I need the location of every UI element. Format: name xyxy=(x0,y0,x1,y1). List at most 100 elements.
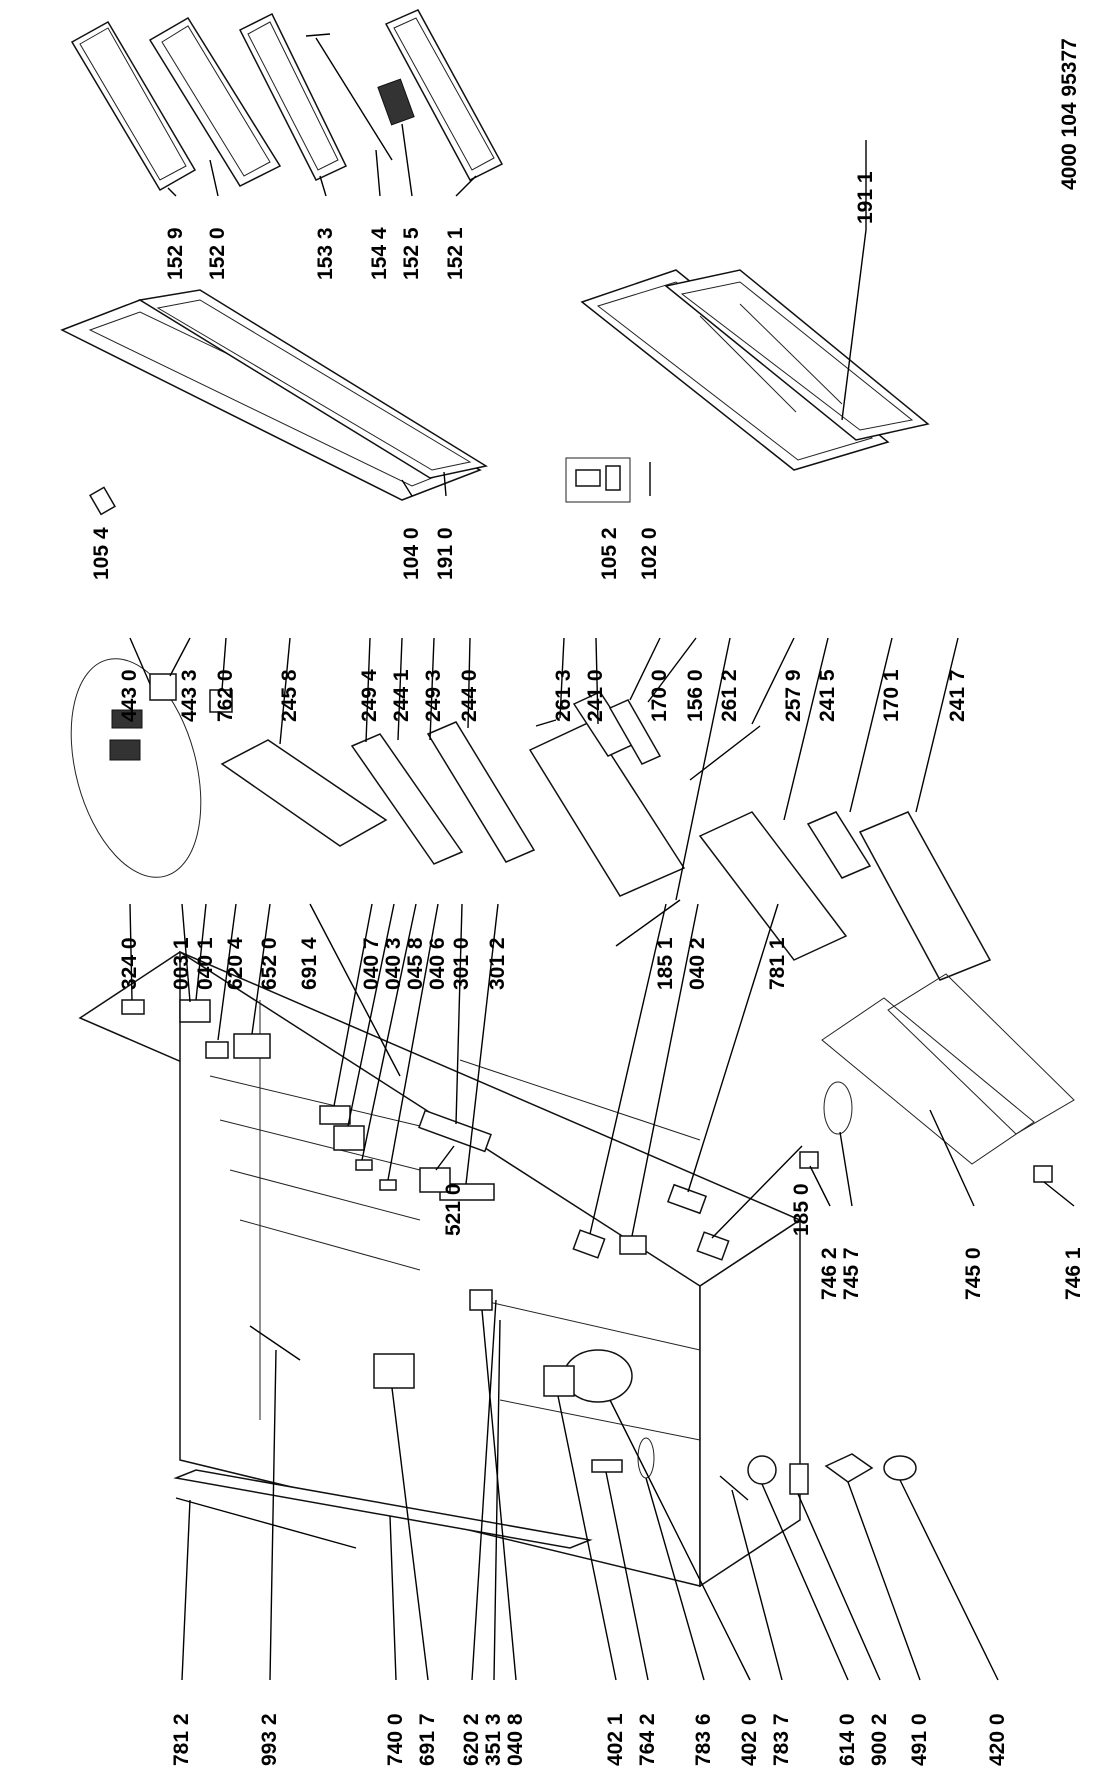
label-443-3: 443 3 xyxy=(178,669,201,722)
cover-900-2 xyxy=(789,1463,809,1495)
vent-781-1 xyxy=(666,1183,708,1215)
document-number: 4000 104 95377 xyxy=(1058,38,1081,190)
relay-402-1 xyxy=(543,1365,575,1397)
rail-257-9 xyxy=(689,725,761,781)
label-402-0: 402 0 xyxy=(738,1713,761,1766)
label-762-0: 762 0 xyxy=(214,669,237,722)
leader-lines xyxy=(129,123,1075,1681)
label-105-4: 105 4 xyxy=(90,527,113,580)
label-764-2: 764 2 xyxy=(636,1713,659,1766)
label-261-2: 261 2 xyxy=(718,669,741,722)
label-249-3: 249 3 xyxy=(422,669,445,722)
wire-shelves-745-0 xyxy=(821,973,1075,1165)
fan-group-443-0 xyxy=(70,658,202,878)
sensor-993-2 xyxy=(249,1325,301,1361)
label-245-8: 245 8 xyxy=(278,669,301,722)
valve-614-0 xyxy=(747,1455,777,1485)
bracket-040-1 xyxy=(179,999,211,1023)
label-402-1: 402 1 xyxy=(604,1713,627,1766)
box-491-0 xyxy=(824,1453,874,1483)
part-443-3 xyxy=(149,673,177,701)
label-301-0: 301 0 xyxy=(450,937,473,990)
label-351-3: 351 3 xyxy=(482,1713,505,1766)
label-set-691-7 xyxy=(373,1353,415,1389)
label-900-2: 900 2 xyxy=(868,1713,891,1766)
door-shelf-153-3 xyxy=(238,12,348,181)
cover-185-1 xyxy=(572,1229,606,1259)
label-620-2: 620 2 xyxy=(460,1713,483,1766)
light-panel-301-0 xyxy=(418,1109,492,1153)
label-045-8: 045 8 xyxy=(404,937,427,990)
cabinet-body xyxy=(78,950,802,1588)
label-152-9: 152 9 xyxy=(164,227,187,280)
label-324-0: 324 0 xyxy=(118,937,141,990)
label-241-0: 241 0 xyxy=(584,669,607,722)
cover-185-0 xyxy=(696,1231,730,1261)
label-244-0: 244 0 xyxy=(458,669,481,722)
label-746-2: 746 2 xyxy=(818,1247,841,1300)
door-shelf-152-0 xyxy=(148,16,282,187)
bottle-clip-152-5 xyxy=(377,78,415,126)
label-301-2: 301 2 xyxy=(486,937,509,990)
label-781-1: 781 1 xyxy=(766,937,789,990)
label-746-1: 746 1 xyxy=(1062,1247,1085,1300)
label-261-3: 261 3 xyxy=(552,669,575,722)
label-152-5: 152 5 xyxy=(400,227,423,280)
label-040-7: 040 7 xyxy=(360,937,383,990)
front-strip-740-0 xyxy=(173,1469,593,1549)
crisper-241-0 xyxy=(528,721,686,897)
drawer-241-7 xyxy=(858,811,992,981)
label-040-8: 040 8 xyxy=(504,1713,527,1766)
label-104-0: 104 0 xyxy=(400,527,423,580)
shelf-244-0 xyxy=(426,721,536,863)
egg-holder-154-4 xyxy=(305,33,393,161)
switch-620-4 xyxy=(205,1041,229,1059)
label-152-1: 152 1 xyxy=(444,227,467,280)
label-783-6: 783 6 xyxy=(692,1713,715,1766)
label-241-5: 241 5 xyxy=(816,669,839,722)
label-170-1: 170 1 xyxy=(880,669,903,722)
label-443-0: 443 0 xyxy=(118,669,141,722)
door-bin-152-9 xyxy=(70,20,197,192)
door-102-0 xyxy=(580,269,890,471)
label-105-2: 105 2 xyxy=(598,527,621,580)
filter-764-2 xyxy=(591,1459,623,1473)
label-993-2: 993 2 xyxy=(258,1713,281,1766)
label-745-0: 745 0 xyxy=(962,1247,985,1300)
label-781-2: 781 2 xyxy=(170,1713,193,1766)
control-652-0 xyxy=(233,1033,271,1059)
label-745-7: 745 7 xyxy=(840,1247,863,1300)
part-762-0 xyxy=(209,689,233,713)
bracket-040-8 xyxy=(469,1289,493,1311)
lamp-cover-324-0 xyxy=(121,999,145,1015)
label-003-1: 003 1 xyxy=(170,937,193,990)
label-740-0: 740 0 xyxy=(384,1713,407,1766)
shelf-244-1 xyxy=(350,733,464,865)
label-241-7: 241 7 xyxy=(946,669,969,722)
labels: 152 9 152 0 153 3 154 4 152 5 152 1 191 … xyxy=(90,38,1085,1766)
label-040-2: 040 2 xyxy=(686,937,709,990)
rail-261-3 xyxy=(535,719,557,727)
ice-tray-156-0 xyxy=(608,699,662,765)
label-040-3: 040 3 xyxy=(382,937,405,990)
part-746-1 xyxy=(1033,1165,1053,1183)
part-745-7 xyxy=(823,1081,853,1135)
hinge-105-4 xyxy=(89,486,116,516)
label-040-6: 040 6 xyxy=(426,937,449,990)
label-521-0: 521 0 xyxy=(442,1183,465,1236)
label-154-4: 154 4 xyxy=(368,227,391,280)
label-257-9: 257 9 xyxy=(782,669,805,722)
cover-170-1 xyxy=(806,811,872,879)
label-153-3: 153 3 xyxy=(314,227,337,280)
part-746-2 xyxy=(799,1151,819,1169)
label-170-0: 170 0 xyxy=(648,669,671,722)
label-614-0: 614 0 xyxy=(836,1713,859,1766)
hinge-105-2 xyxy=(565,457,631,503)
drawer-241-5 xyxy=(698,811,848,961)
label-185-0: 185 0 xyxy=(790,1183,813,1236)
label-152-0: 152 0 xyxy=(206,227,229,280)
label-249-4: 249 4 xyxy=(358,669,381,722)
label-783-7: 783 7 xyxy=(770,1713,793,1766)
